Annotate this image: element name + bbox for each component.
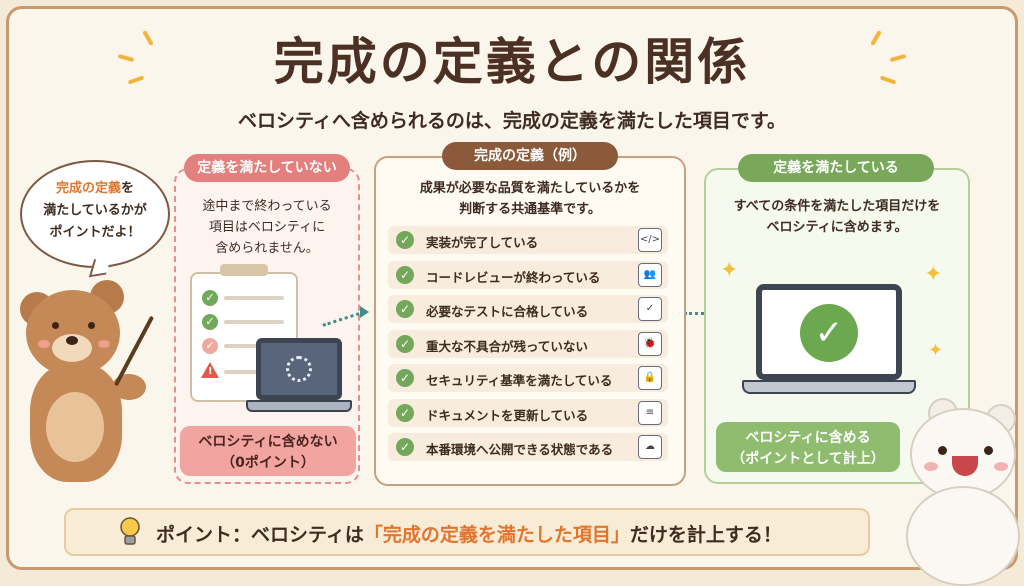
partial-check-icon: ✓ (202, 338, 218, 354)
clipboard-line (224, 320, 284, 324)
check-circle-icon: ✓ (396, 300, 414, 318)
shield-check-icon: ✓ (638, 297, 662, 321)
done-line2: ベロシティに含めます。 (766, 220, 908, 235)
laptop-base (246, 400, 352, 412)
criteria-label: コードレビューが終わっている (426, 269, 601, 285)
page-title: 完成の定義との関係 (273, 33, 751, 91)
criteria-label: 重大な不具合が残っていない (426, 338, 588, 354)
document-icon: ≡ (638, 400, 662, 425)
arrow-dots-right (684, 312, 710, 315)
definition-description: 成果が必要な品質を満たしているかを 判断する共通基準です。 (384, 178, 676, 220)
include-velocity-box: ベロシティに含める （ポイントとして計上） (716, 422, 900, 472)
include-line1: ベロシティに含める (745, 430, 871, 446)
definition-line2: 判断する共通基準です。 (459, 202, 601, 217)
criteria-item: ✓ 必要なテストに合格している ✓ (388, 295, 668, 323)
check-circle-icon: ✓ (396, 231, 414, 249)
criteria-label: ドキュメントを更新している (426, 407, 589, 423)
criteria-label: 本番環境へ公開できる状態である (426, 442, 614, 457)
criteria-item: ✓ 本番環境へ公開できる状態である ☁ (388, 433, 668, 461)
exclude-velocity-box: ベロシティに含めない （0ポイント） (180, 426, 356, 476)
done-label: 定義を満たしている (738, 154, 934, 182)
criteria-item: ✓ コードレビューが終わっている 👥 (388, 260, 668, 289)
sparkle-icon: ✦ (924, 262, 943, 287)
not-done-line2: 項目はベロシティに (208, 220, 326, 235)
no-bug-icon: 🐞 (638, 331, 662, 356)
criteria-label: セキュリティ基準を満たしている (426, 373, 613, 388)
check-icon: ✓ (202, 290, 218, 306)
not-done-description: 途中まで終わっている 項目はベロシティに 含められません。 (182, 196, 352, 259)
lock-shield-icon: 🔒 (638, 366, 662, 390)
people-icon: 👥 (638, 262, 662, 287)
not-done-label: 定義を満たしていない (184, 154, 350, 182)
criteria-label: 実装が完了している (426, 235, 539, 250)
bubble-line2: 満たしているかが (43, 203, 147, 218)
bottom-highlight: 「完成の定義を満たした項目」 (363, 524, 630, 546)
sparkle-icon: ✦ (928, 340, 944, 361)
check-circle-icon: ✓ (396, 369, 414, 387)
not-done-line3: 含められません。 (215, 241, 319, 256)
arrow-right-icon (360, 306, 369, 318)
criteria-item: ✓ 実装が完了している </> (388, 226, 668, 254)
light-bulb-icon (120, 517, 140, 545)
check-circle-icon: ✓ (396, 265, 414, 284)
exclude-line2: （0ポイント） (221, 455, 315, 471)
definition-of-done-label: 完成の定義（例） (442, 142, 618, 170)
definition-line1: 成果が必要な品質を満たしているかを (419, 181, 641, 196)
bottom-point-text: ポイント：ベロシティは「完成の定義を満たした項目」だけを計上する！ (156, 520, 782, 547)
criteria-item: ✓ ドキュメントを更新している ≡ (388, 398, 668, 427)
done-line1: すべての条件を満たした項目だけを (733, 199, 941, 214)
check-circle-icon: ✓ (396, 403, 414, 422)
exclude-line1: ベロシティに含めない (198, 434, 338, 450)
page-subtitle: ベロシティへ含められるのは、完成の定義を満たした項目です。 (238, 110, 786, 132)
clipboard-line (224, 370, 284, 374)
done-description: すべての条件を満たした項目だけを ベロシティに含めます。 (712, 196, 962, 238)
loading-spinner-icon (286, 356, 312, 382)
bubble-line1-rest: を (121, 181, 135, 196)
criteria-label: 必要なテストに合格している (426, 304, 589, 319)
cloud-upload-icon: ☁ (638, 435, 662, 459)
speech-bubble: 完成の定義を 満たしているかが ポイントだよ！ (20, 160, 170, 268)
check-icon: ✓ (202, 314, 218, 330)
bubble-line3: ポイントだよ！ (49, 225, 141, 240)
criteria-item: ✓ 重大な不具合が残っていない 🐞 (388, 329, 668, 358)
include-line2: （ポイントとして計上） (731, 451, 885, 467)
bottom-prefix: ポイント：ベロシティは (156, 524, 364, 546)
not-done-line1: 途中まで終わっている (202, 199, 332, 214)
warning-mark: ! (208, 366, 213, 377)
sparkle-icon: ✦ (720, 258, 739, 283)
warning-icon (201, 362, 219, 378)
clipboard-line (224, 344, 284, 348)
big-check-icon: ✓ (800, 304, 858, 362)
done-laptop-base (742, 380, 916, 394)
bubble-highlight: 完成の定義 (55, 181, 121, 196)
clipboard-clip (220, 264, 268, 276)
criteria-item: ✓ セキュリティ基準を満たしている 🔒 (388, 364, 668, 392)
clipboard-line (224, 296, 284, 300)
bottom-suffix: だけを計上する！ (629, 524, 782, 546)
check-circle-icon: ✓ (396, 438, 414, 456)
check-circle-icon: ✓ (396, 334, 414, 353)
code-icon: </> (638, 228, 662, 252)
bottom-point-bar (64, 508, 870, 556)
